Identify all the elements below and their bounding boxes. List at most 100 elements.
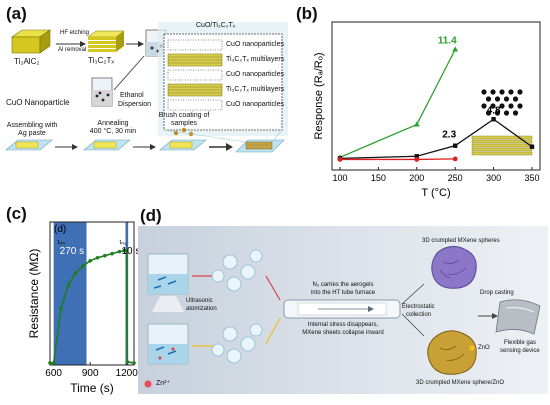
tube-furnace — [283, 299, 401, 319]
mxene-layer-icon — [471, 135, 533, 140]
x-tick-label: 200 — [409, 173, 424, 183]
data-point — [413, 121, 420, 127]
annotation-11-4: 11.4 — [438, 35, 457, 46]
data-point — [452, 156, 458, 162]
composite-title: CuO/Ti₃C₂Tₓ — [196, 22, 236, 29]
x-tick-label: 250 — [448, 173, 463, 183]
hf-etching-label: HF etching — [60, 30, 90, 36]
series-line — [339, 49, 456, 158]
layer-label-1: CuO nanoparticles — [226, 41, 284, 48]
annotation-2-3: 2.3 — [442, 130, 456, 141]
internal-stress-label: Internal stress disappears, — [307, 322, 379, 328]
data-point — [51, 361, 56, 365]
data-point — [66, 283, 71, 288]
data-point — [414, 157, 420, 162]
panel-a-label: (a) — [6, 4, 27, 23]
cuo-particle-icon — [499, 103, 505, 109]
cuo-particle-icon — [517, 89, 523, 95]
cuo-particle-icon — [517, 103, 523, 109]
response-highlight — [53, 222, 87, 365]
step1-label: Assembling with Ag paste — [6, 122, 58, 137]
flexible-device — [495, 299, 541, 335]
panel-c-label: (c) — [6, 204, 27, 223]
t-res-value: 270 s — [60, 246, 84, 257]
data-point — [110, 251, 114, 256]
cuo-particle-icon — [494, 110, 501, 116]
sensing-label: sensing device — [500, 348, 540, 354]
substrate-step2 — [83, 139, 131, 151]
mxene-zno-sphere — [427, 330, 477, 375]
x-tick-label: 350 — [524, 173, 539, 183]
zno-spheres-label: 3D crumpled MXene sphere/ZnO — [416, 380, 505, 386]
collection-label: collection — [406, 312, 432, 318]
ethanol-label: Ethanol — [120, 92, 144, 99]
cuo-particle-icon — [503, 110, 510, 116]
layer-label-5: CuO nanoparticles — [226, 101, 284, 108]
electrostatic-label: Electrostatic — [402, 304, 435, 310]
data-point — [88, 259, 92, 263]
inner-label: (d) — [54, 224, 66, 235]
data-point — [117, 249, 122, 254]
mxene-layer-icon — [471, 143, 533, 148]
sheets-collapse-label: MXene sheets collapse inward — [302, 330, 384, 336]
cuo-particle-icon — [512, 110, 519, 116]
data-point — [453, 143, 458, 148]
layer-label-2: Ti₃C₂Tₓ multilayers — [226, 56, 285, 63]
x-axis-label: Time (s) — [70, 381, 114, 395]
zn-ion-label: Zn²⁺ — [156, 380, 171, 387]
flexible-label: Flexible gas — [504, 340, 537, 346]
mxene-layer-icon — [471, 151, 533, 156]
step2-label-a: Annealing — [97, 120, 129, 127]
ti2alc2-block — [11, 29, 51, 54]
panel-a: (a) — [0, 0, 290, 200]
mxene-layer-icon — [471, 147, 533, 152]
x-tick-label: 300 — [486, 173, 501, 183]
mxene-layer-icon — [471, 139, 533, 144]
cuo-particle-icon — [508, 89, 514, 95]
step3-label: Brush coating of samples — [158, 112, 210, 127]
composite-layers — [167, 39, 223, 111]
data-point — [81, 264, 85, 268]
cuo-particle-icon — [490, 103, 496, 109]
panel-a-illustration — [5, 22, 288, 153]
data-point — [337, 157, 343, 162]
atomizer-beaker-top — [147, 253, 189, 312]
layer-label-4: Ti₃C₂Tₓ multilayers — [226, 86, 285, 93]
atomization-label: atomization — [186, 306, 217, 312]
zn-ion-marker — [144, 380, 152, 388]
ti2alc2-label: Ti₂AlC₂ — [14, 57, 40, 66]
x-tick-label: 100 — [332, 173, 347, 183]
composite-box — [158, 22, 288, 136]
cuo-particle-icon — [485, 96, 492, 102]
atomizer-beaker-bottom — [147, 323, 189, 365]
plot-frame — [331, 21, 541, 171]
zno-label: ZnO — [478, 345, 490, 351]
droplets-bottom — [211, 323, 263, 364]
data-point — [73, 271, 78, 275]
al-removal-label: Al removal — [58, 47, 87, 53]
y-axis-label: Resistance (MΩ) — [27, 249, 41, 339]
droplets-top — [211, 249, 263, 292]
x-tick-label: 900 — [82, 368, 99, 379]
cuo-particle-icon — [499, 89, 505, 95]
cuo-particle-icon — [490, 89, 496, 95]
layer-label-3: CuO nanoparticles — [226, 71, 284, 78]
ti3c2tx-stack — [87, 30, 125, 52]
cuo-particle-icon — [512, 96, 519, 102]
cuo-particle-icon — [485, 110, 492, 116]
t-rec-label: tᵣₑ꜀ — [119, 240, 126, 246]
data-point — [125, 360, 130, 364]
substrate-final — [235, 139, 285, 153]
ultrasonic-label: Ultrasonic — [186, 298, 213, 304]
data-point — [132, 361, 136, 365]
y-axis-label: Response (Rₐ/Rₒ) — [313, 52, 325, 139]
dispersion-label: Dispersion — [118, 101, 152, 108]
x-tick-label: 1200 — [116, 368, 139, 379]
substrate-step1 — [5, 139, 53, 151]
cuo-beaker — [91, 77, 113, 107]
mxene-sphere — [431, 246, 477, 289]
zno-marker — [469, 345, 475, 351]
